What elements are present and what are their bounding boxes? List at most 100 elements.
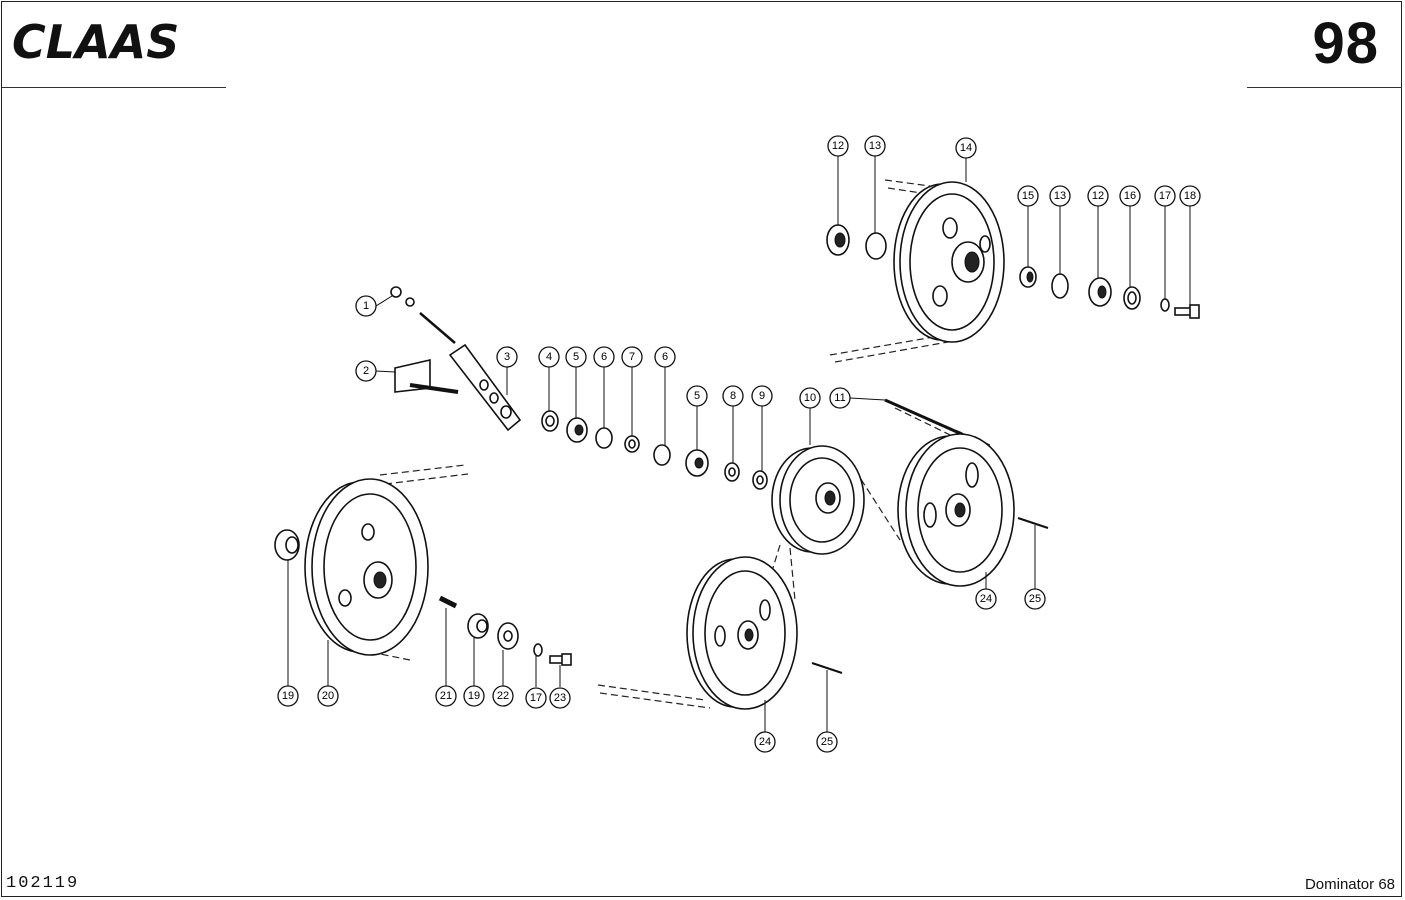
bearing-5-left [566,417,588,443]
callout-23: 23 [549,687,571,709]
pin-25-lower [811,662,843,674]
pulley-10 [771,445,865,555]
svg-text:25: 25 [821,736,833,748]
circlip-6-right [653,444,671,466]
page-number: 98 [1312,11,1379,76]
pulley-24-right [897,433,1015,587]
bolt-23 [549,653,572,666]
callout-17a: 17 [1154,185,1176,207]
callout-13b: 13 [1049,185,1071,207]
callout-25a: 25 [816,731,838,753]
callout-17b: 17 [525,687,547,709]
header-rule-right [1247,87,1402,88]
svg-text:3: 3 [504,351,510,363]
svg-text:24: 24 [759,736,771,748]
svg-text:9: 9 [759,390,765,402]
tension-rod-1 [390,286,456,344]
bearing-5-right [685,449,709,477]
callout-20: 20 [317,685,339,707]
bushing-19-right [467,613,489,639]
circlip-6-left [595,427,613,449]
svg-text:18: 18 [1184,190,1196,202]
bushing-15 [1019,266,1037,288]
pulley-14 [893,181,1005,343]
circlip-13-left [865,232,887,260]
callout-24a: 24 [754,731,776,753]
svg-text:19: 19 [468,690,480,702]
callout-14: 14 [955,137,977,159]
svg-text:17: 17 [1159,190,1171,202]
callout-18: 18 [1179,185,1201,207]
nut-9 [752,470,768,490]
svg-text:6: 6 [662,351,668,363]
callout-22: 22 [492,685,514,707]
callout-1: 1 [355,295,377,317]
svg-text:23: 23 [554,692,566,704]
brand-logo-text: CLAAS [12,18,179,68]
callout-8: 8 [722,385,744,407]
model-name: Dominator 68 [1304,876,1395,893]
callout-11: 11 [829,387,851,409]
callout-10: 10 [799,387,821,409]
svg-text:1: 1 [363,300,369,312]
svg-text:13: 13 [869,140,881,152]
callout-4: 4 [538,346,560,368]
washer-17-upper [1160,298,1170,312]
svg-text:2: 2 [363,365,369,377]
callout-25b: 25 [1024,588,1046,610]
callout-5b: 5 [686,385,708,407]
circlip-13-right [1051,273,1069,299]
svg-text:15: 15 [1022,190,1034,202]
pin-25-right [1017,517,1049,529]
callout-13a: 13 [864,135,886,157]
svg-text:17: 17 [530,692,542,704]
spacer-8 [724,462,740,482]
pulley-20 [304,478,429,656]
callout-21: 21 [435,685,457,707]
arm-3 [448,343,522,432]
header-rule-left [2,87,226,88]
leader-lines [287,155,1191,733]
callout-5a: 5 [565,346,587,368]
callout-3: 3 [496,346,518,368]
claas-logo: CLAAS [10,15,240,73]
svg-text:5: 5 [694,390,700,402]
callout-16: 16 [1119,185,1141,207]
callout-2: 2 [355,360,377,382]
callout-6b: 6 [654,346,676,368]
svg-text:10: 10 [804,392,816,404]
callout-7: 7 [621,346,643,368]
callout-9: 9 [751,385,773,407]
callout-19b: 19 [463,685,485,707]
svg-text:16: 16 [1124,190,1136,202]
callout-15: 15 [1017,185,1039,207]
bearing-12-right [1088,277,1112,307]
bolt-18 [1174,304,1200,319]
bearing-12-left [826,224,850,256]
spacer-4 [541,410,559,432]
svg-text:21: 21 [440,690,452,702]
svg-text:25: 25 [1029,593,1041,605]
callout-12a: 12 [827,135,849,157]
svg-text:22: 22 [497,690,509,702]
key-21 [438,595,458,609]
svg-text:8: 8 [730,390,736,402]
svg-text:14: 14 [960,142,972,154]
document-id: 102119 [6,874,80,893]
bushing-19-left [274,529,300,561]
callout-6a: 6 [593,346,615,368]
pulley-24-lower [686,556,798,710]
svg-text:7: 7 [629,351,635,363]
svg-text:13: 13 [1054,190,1066,202]
svg-text:5: 5 [573,351,579,363]
svg-text:4: 4 [546,351,552,363]
svg-text:11: 11 [834,392,845,404]
callout-24b: 24 [975,588,997,610]
callout-19a: 19 [277,685,299,707]
collar-22 [497,622,519,650]
svg-text:6: 6 [601,351,607,363]
spacer-7 [624,435,640,453]
bracket-2 [394,358,459,394]
